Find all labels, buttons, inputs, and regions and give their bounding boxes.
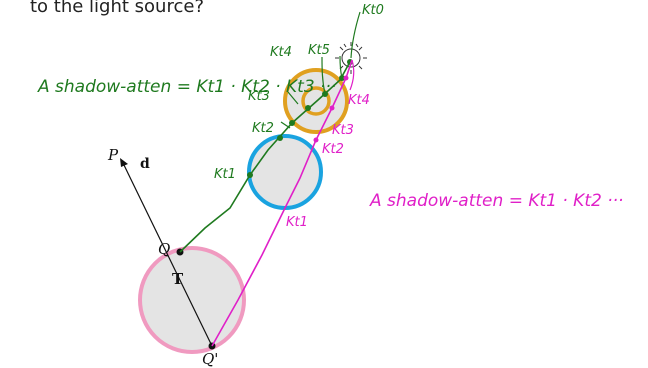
magenta-label-kt2: Kt2: [322, 142, 344, 157]
ray-d: [122, 162, 213, 347]
label-T: T: [172, 270, 184, 288]
magenta-pointer-lines: [349, 59, 355, 91]
arrow-head-d: [120, 158, 128, 167]
magenta-hit-points: [313, 75, 349, 143]
sphere-pink: [138, 246, 246, 354]
sphere-blue: [247, 134, 323, 210]
magenta-label-kt4: Kt4: [348, 93, 370, 108]
green-label-kt2: Kt2: [252, 121, 274, 136]
green-equation: A shadow-atten = Kt1 · Kt2 · Kt3 ···: [37, 77, 336, 97]
green-label-kt5: Kt5: [308, 43, 330, 58]
magenta-shadow-ray: [211, 59, 353, 347]
green-label-kt3: Kt3: [248, 89, 270, 104]
magenta-label-kt3: Kt3: [332, 123, 354, 138]
label-Q: Q: [158, 240, 170, 258]
green-shadow-ray: [179, 59, 352, 253]
caption-text: to the light source?: [30, 0, 204, 17]
green-pointer-lines: [280, 11, 361, 129]
sphere-gold-inner: [301, 86, 331, 116]
green-label-kt0: Kt0: [362, 3, 384, 18]
green-label-kt1: Kt1: [214, 167, 236, 182]
magenta-label-kt1: Kt1: [286, 215, 308, 230]
label-Q-prime: Q': [202, 350, 218, 368]
label-d: d: [140, 156, 150, 172]
magenta-equation: A shadow-atten = Kt1 · Kt2 ···: [369, 191, 623, 211]
green-label-kt4: Kt4: [270, 45, 292, 60]
label-P: P: [107, 146, 119, 164]
